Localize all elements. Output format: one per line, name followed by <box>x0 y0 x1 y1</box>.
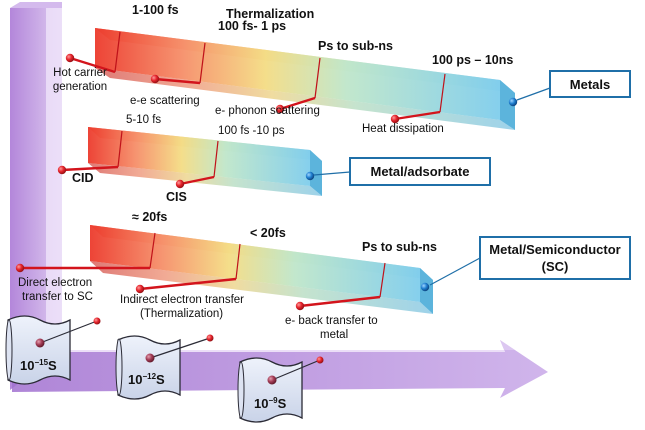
box-connectors <box>313 87 551 286</box>
process-label: e- phonon scattering <box>215 105 320 117</box>
timescale-scroll-3: 10−9S <box>237 356 324 423</box>
svg-text:Metal/adsorbate: Metal/adsorbate <box>371 164 470 179</box>
time-label: 5-10 fs <box>126 114 161 126</box>
box-metals: Metals <box>549 70 631 98</box>
svg-text:Metals: Metals <box>570 77 610 92</box>
svg-text:10−9S: 10−9S <box>254 396 287 411</box>
process-label: CIS <box>166 190 187 204</box>
timescale-scroll-1: 10−15S <box>5 315 101 385</box>
vertical-axis <box>10 2 62 390</box>
process-label: metal <box>320 329 348 341</box>
time-label: Ps to sub-ns <box>362 240 437 254</box>
box-metal-adsorbate: Metal/adsorbate <box>349 157 491 186</box>
title-thermalization: Thermalization <box>226 7 314 21</box>
connector-lines <box>20 56 441 308</box>
svg-text:10−12S: 10−12S <box>128 372 165 387</box>
timescale-scroll-2: 10−12S <box>115 334 214 400</box>
time-label: Ps to sub-ns <box>318 39 393 53</box>
time-label: 1-100 fs <box>132 3 179 17</box>
process-label: Heat dissipation <box>362 123 444 135</box>
process-label: Direct electron <box>18 277 92 289</box>
process-label: e-e scattering <box>130 95 200 107</box>
process-label: (Thermalization) <box>140 308 223 320</box>
svg-text:10−15S: 10−15S <box>20 358 57 373</box>
box-metal-semiconductor: Metal/Semiconductor (SC) <box>479 236 631 280</box>
bar-metals <box>95 28 515 130</box>
process-label: generation <box>53 81 107 93</box>
svg-text:(SC): (SC) <box>542 259 569 274</box>
bar-metal-adsorbate <box>88 127 322 196</box>
time-label: 100 ps – 10ns <box>432 53 513 67</box>
process-label: e- back transfer to <box>285 315 378 327</box>
svg-text:Metal/Semiconductor: Metal/Semiconductor <box>489 242 620 257</box>
electron-balls <box>15 53 518 311</box>
process-label: transfer to SC <box>22 291 93 303</box>
process-label: Hot carrier <box>53 67 107 79</box>
time-label: < 20fs <box>250 226 286 240</box>
time-label: 100 fs- 1 ps <box>218 19 286 33</box>
process-label: Indirect electron transfer <box>120 294 244 306</box>
time-label: ≈ 20fs <box>132 210 167 224</box>
process-label: CID <box>72 171 94 185</box>
time-label: 100 fs -10 ps <box>218 125 285 137</box>
